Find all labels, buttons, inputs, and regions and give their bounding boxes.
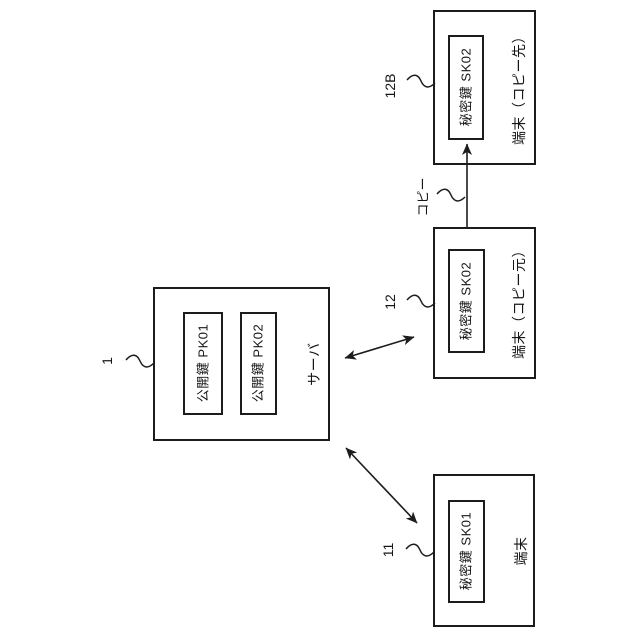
terminal12-ref-squiggle bbox=[406, 294, 436, 308]
public-key-pk02-label: 公開鍵 PK02 bbox=[250, 323, 266, 403]
copy-arrow-label: コピー bbox=[415, 177, 431, 217]
terminal-copy-dest-name-label: 端末（コピー先） bbox=[511, 29, 527, 145]
terminal-name-label: 端末 bbox=[513, 536, 529, 566]
secret-key-sk02-dest-label: 秘密鍵 SK02 bbox=[458, 47, 474, 127]
secret-key-sk02-source-box bbox=[448, 249, 485, 353]
public-key-pk01-box bbox=[183, 312, 223, 415]
server-ref-squiggle bbox=[125, 354, 155, 368]
terminal-copy-source-name-label: 端末（コピー元） bbox=[511, 243, 527, 359]
terminal11-ref-squiggle bbox=[405, 543, 435, 557]
secret-key-sk01-box bbox=[448, 500, 485, 603]
server-terminal11-double-arrow bbox=[345, 447, 418, 524]
secret-key-sk02-source-label: 秘密鍵 SK02 bbox=[458, 261, 474, 341]
terminal-ref-number: 11 bbox=[380, 542, 396, 558]
server-name-label: サーバ bbox=[306, 342, 322, 386]
secret-key-sk02-dest-box bbox=[448, 35, 484, 140]
server-ref-number: 1 bbox=[99, 357, 115, 365]
server-terminal12-double-arrow bbox=[344, 335, 415, 360]
public-key-pk02-box bbox=[240, 312, 277, 415]
terminal-copy-source-ref-number: 12 bbox=[382, 294, 398, 310]
copy-label-squiggle bbox=[436, 188, 466, 202]
public-key-pk01-label: 公開鍵 PK01 bbox=[195, 323, 211, 403]
terminal12B-ref-squiggle bbox=[406, 74, 436, 88]
secret-key-sk01-label: 秘密鍵 SK01 bbox=[458, 511, 474, 591]
terminal-copy-dest-ref-number: 12B bbox=[382, 73, 398, 99]
